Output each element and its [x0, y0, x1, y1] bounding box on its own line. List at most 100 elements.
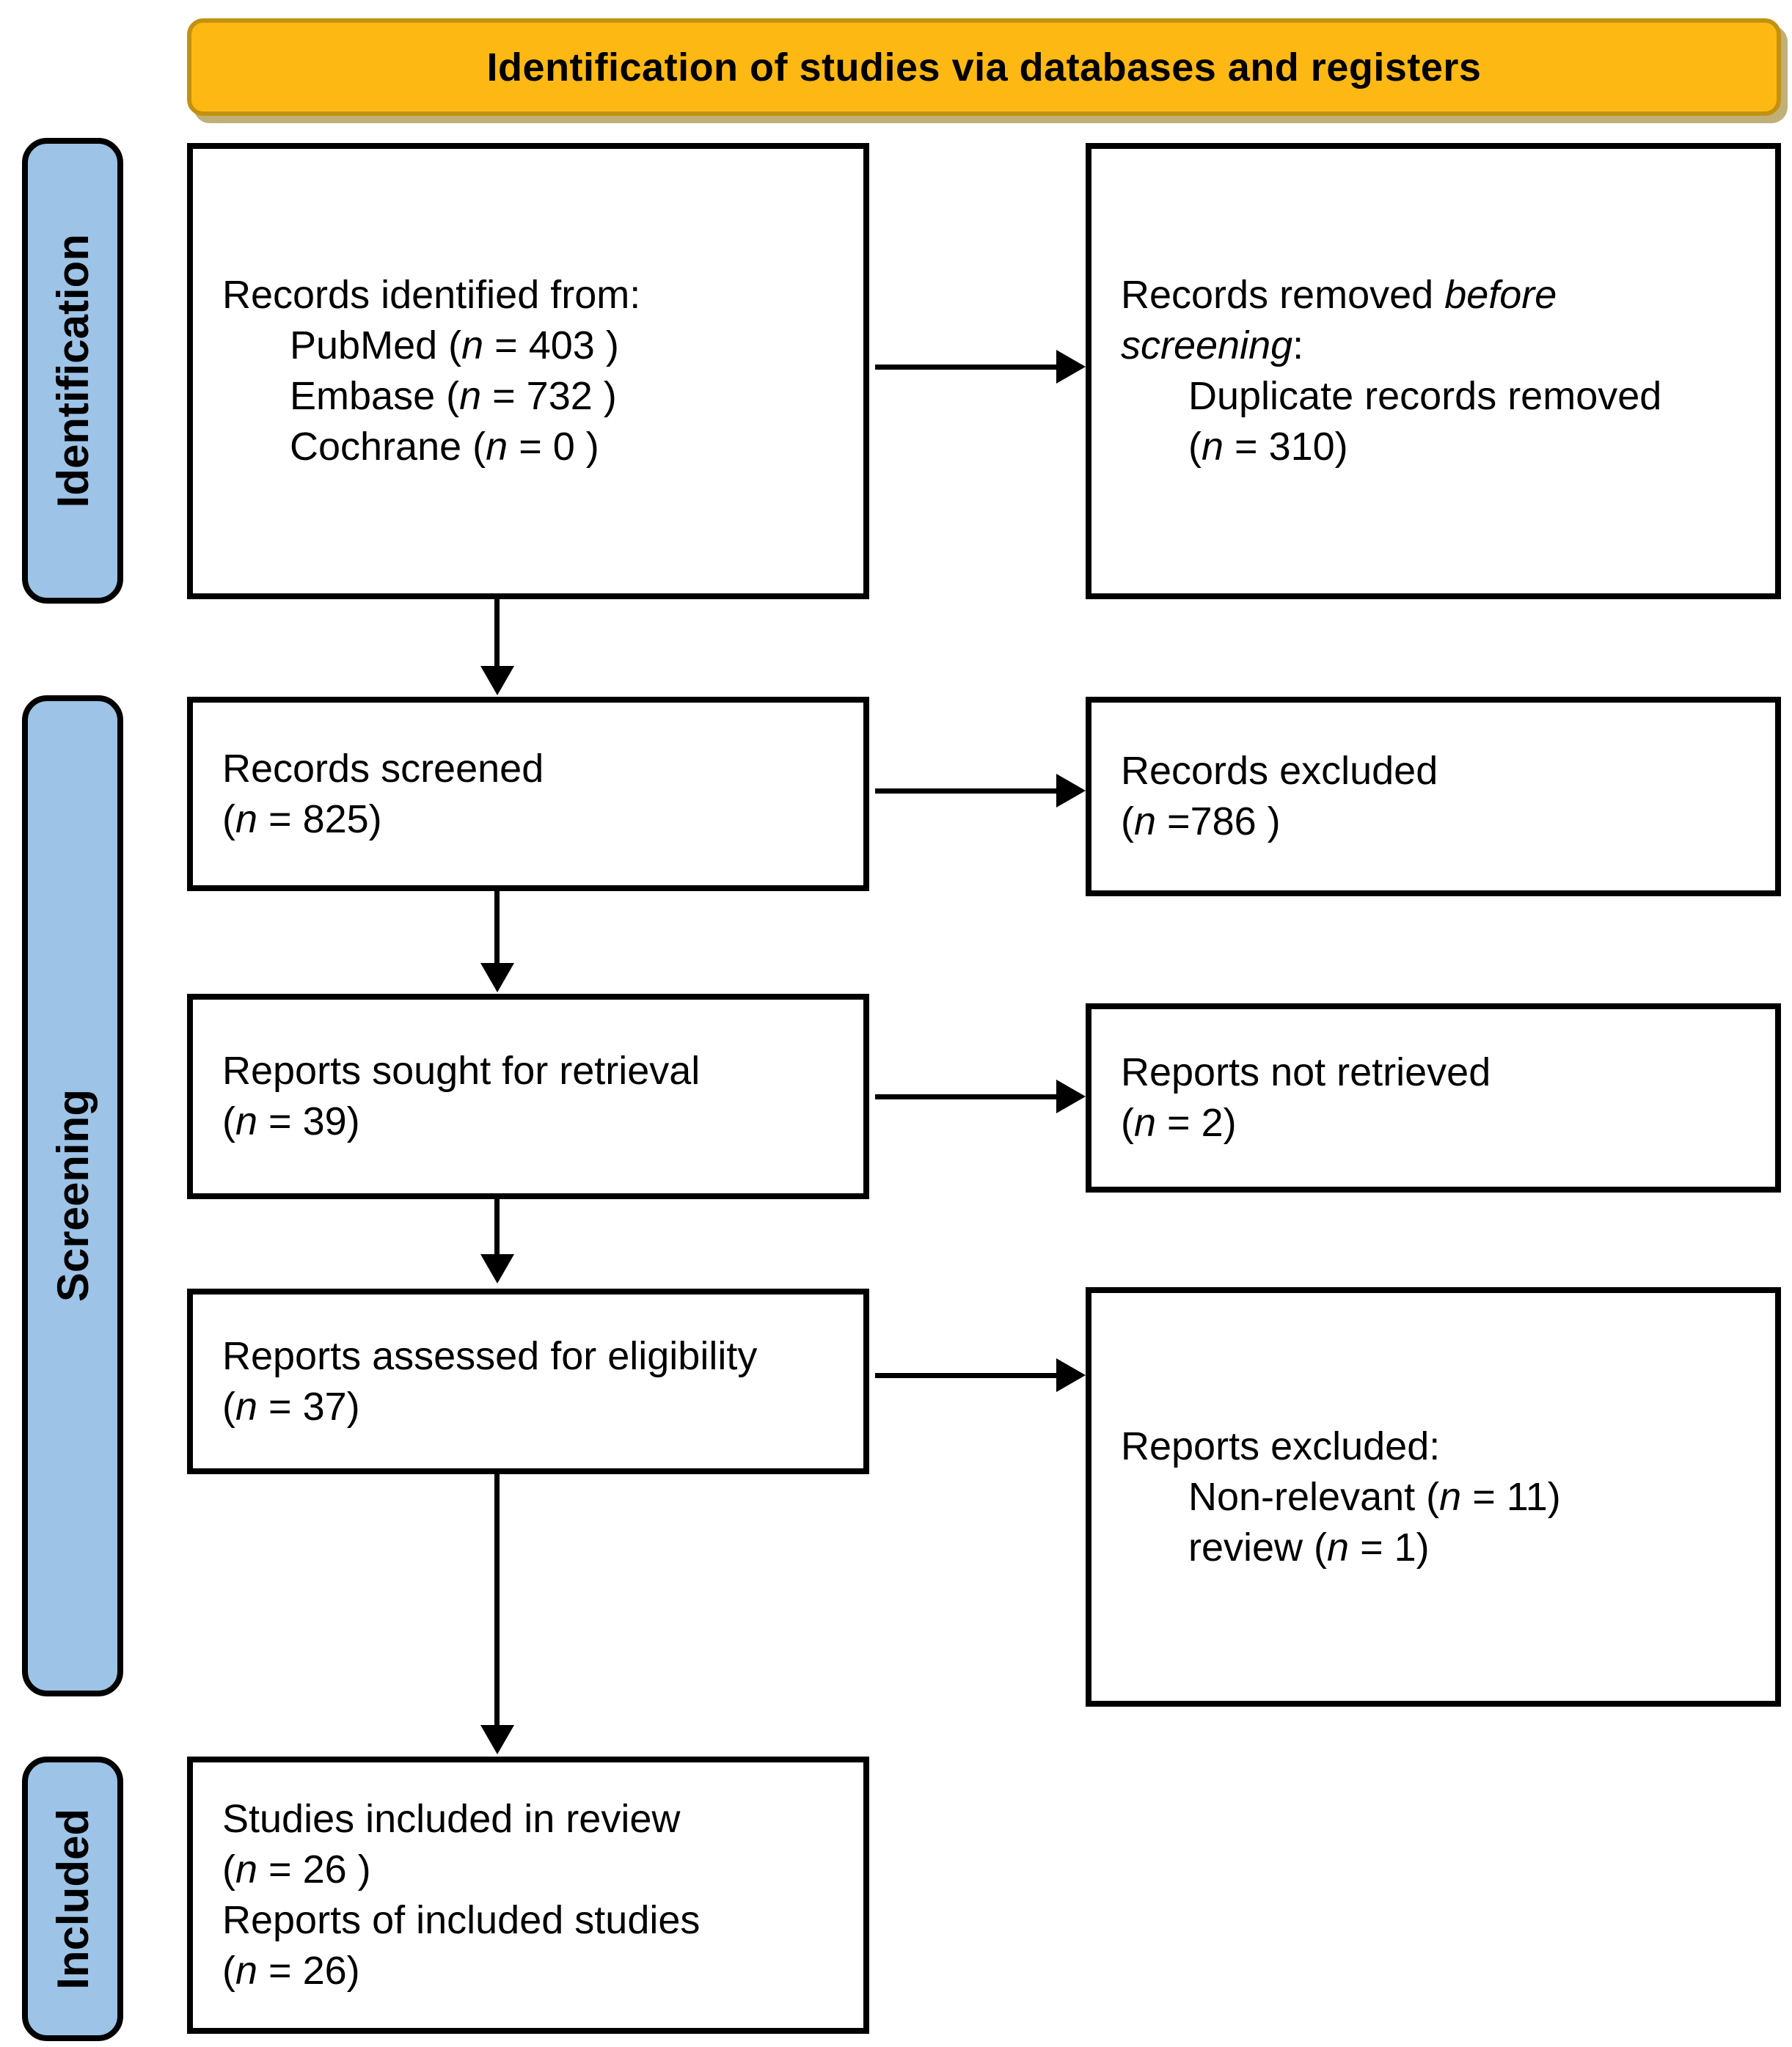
text-segment: = 732 ) — [481, 374, 617, 418]
text-segment: Reports not retrieved — [1121, 1050, 1491, 1094]
text-segment: Reports sought for retrieval — [222, 1049, 701, 1093]
text-segment: Duplicate records removed — [1188, 374, 1662, 418]
stage-label-identification: Identification — [48, 233, 98, 508]
text-segment: n — [1327, 1525, 1350, 1570]
arrow-identified-to-removed-head — [1056, 350, 1086, 384]
text-segment: n — [461, 323, 484, 367]
text-segment: ( — [1121, 799, 1134, 843]
box-line: (n =786 ) — [1121, 797, 1765, 847]
text-segment: Records excluded — [1121, 749, 1438, 793]
box-line: Records screened — [222, 744, 853, 794]
text-segment: =786 ) — [1156, 799, 1281, 843]
text-segment: Reports excluded: — [1121, 1424, 1441, 1468]
box-reports-not-retrieved: Reports not retrieved(n = 2) — [1086, 1003, 1781, 1193]
box-line: (n = 310) — [1121, 422, 1765, 472]
text-segment: = 26) — [257, 1949, 360, 1993]
text-segment: Embase ( — [290, 374, 460, 418]
text-segment: = 0 ) — [508, 425, 599, 469]
text-segment: = 11) — [1461, 1474, 1561, 1519]
text-segment: ( — [222, 1384, 235, 1429]
box-records-excluded: Records excluded(n =786 ) — [1086, 697, 1781, 896]
stage-label-screening: Screening — [48, 1089, 98, 1303]
text-segment: n — [1133, 1101, 1157, 1145]
box-line: (n = 26) — [222, 1946, 853, 1996]
text-segment: n — [1439, 1474, 1462, 1519]
box-records-identified: Records identified from:PubMed (n = 403 … — [187, 143, 869, 599]
arrow-sought-to-assessed-head — [480, 1254, 514, 1284]
text-segment: PubMed ( — [290, 323, 462, 367]
box-line: (n = 26 ) — [222, 1845, 853, 1895]
banner: Identification of studies via databases … — [187, 18, 1781, 116]
text-segment: Records screened — [222, 746, 544, 791]
stage-label-included: Included — [48, 1808, 98, 1990]
text-segment: n — [1133, 799, 1157, 843]
text-segment: = 2) — [1156, 1101, 1237, 1145]
box-reports-sought: Reports sought for retrieval(n = 39) — [187, 994, 869, 1199]
arrow-screened-to-sought-line — [494, 890, 500, 964]
arrow-identified-to-removed-line — [875, 365, 1058, 370]
box-line: Reports sought for retrieval — [222, 1046, 853, 1096]
text-segment: ( — [222, 797, 235, 841]
arrow-identified-to-screened-line — [494, 596, 500, 669]
arrow-screened-to-sought-head — [480, 963, 514, 992]
stage-bar-identification: Identification — [22, 138, 123, 604]
arrow-sought-to-not-retrieved-head — [1056, 1080, 1086, 1113]
text-segment: Cochrane ( — [290, 425, 486, 469]
box-line: screening: — [1121, 321, 1765, 371]
text-segment: = 26 ) — [257, 1848, 371, 1892]
box-line: Studies included in review — [222, 1794, 853, 1845]
text-segment: ( — [222, 1099, 235, 1143]
text-segment: Records removed — [1121, 273, 1445, 317]
box-line: (n = 2) — [1121, 1098, 1765, 1149]
arrow-sought-to-assessed-line — [494, 1198, 500, 1256]
text-segment: = 39) — [257, 1099, 360, 1143]
box-line: Records excluded — [1121, 746, 1765, 797]
text-segment: ( — [1188, 425, 1202, 469]
text-segment: before — [1444, 273, 1557, 317]
box-records-screened: Records screened(n = 825) — [187, 697, 869, 891]
text-segment: n — [486, 425, 508, 469]
text-segment: n — [459, 374, 482, 418]
text-segment: Reports assessed for eligibility — [222, 1333, 758, 1378]
stage-bar-included: Included — [22, 1757, 123, 2041]
text-segment: n — [1201, 425, 1224, 469]
text-segment: : — [1292, 323, 1304, 367]
text-segment: ( — [222, 1949, 235, 1993]
box-reports-assessed: Reports assessed for eligibility(n = 37) — [187, 1289, 869, 1474]
text-segment: = 1) — [1349, 1525, 1430, 1570]
box-line: (n = 39) — [222, 1096, 853, 1147]
text-segment: = 310) — [1224, 425, 1348, 469]
text-segment: = 825) — [257, 797, 382, 841]
box-line: (n = 37) — [222, 1382, 853, 1432]
box-line: review (n = 1) — [1121, 1523, 1765, 1573]
text-segment: review ( — [1188, 1525, 1328, 1570]
box-line: Duplicate records removed — [1121, 371, 1765, 422]
box-line: (n = 825) — [222, 794, 853, 845]
arrow-identified-to-screened-head — [480, 666, 514, 695]
box-line: Reports of included studies — [222, 1895, 853, 1946]
text-segment: = 37) — [257, 1384, 360, 1429]
box-line: Cochrane (n = 0 ) — [222, 422, 853, 472]
box-line: PubMed (n = 403 ) — [222, 321, 853, 371]
arrow-assessed-to-included-head — [480, 1725, 514, 1754]
stage-bar-screening: Screening — [22, 695, 123, 1696]
box-reports-excluded: Reports excluded:Non-relevant (n = 11)re… — [1086, 1287, 1781, 1707]
box-line: Embase (n = 732 ) — [222, 371, 853, 422]
text-segment: n — [235, 797, 258, 841]
banner-title: Identification of studies via databases … — [486, 45, 1482, 89]
text-segment: Reports of included studies — [222, 1898, 701, 1942]
text-segment: n — [235, 1848, 258, 1892]
text-segment: screening — [1121, 323, 1293, 367]
arrow-sought-to-not-retrieved-line — [875, 1094, 1058, 1099]
text-segment: Studies included in review — [222, 1797, 681, 1841]
text-segment: Non-relevant ( — [1188, 1474, 1440, 1519]
arrow-screened-to-excluded-line — [875, 788, 1058, 794]
box-line: Reports assessed for eligibility — [222, 1331, 853, 1382]
text-segment: n — [235, 1384, 258, 1429]
text-segment: n — [235, 1099, 258, 1143]
box-line: Records identified from: — [222, 270, 853, 321]
box-line: Reports not retrieved — [1121, 1047, 1765, 1098]
box-line: Non-relevant (n = 11) — [1121, 1472, 1765, 1523]
